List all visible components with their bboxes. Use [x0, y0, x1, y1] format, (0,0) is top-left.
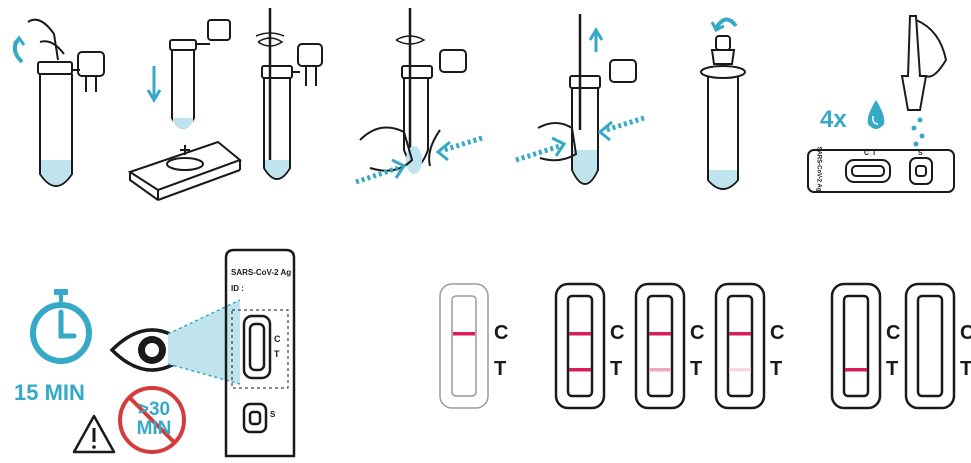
squeeze-arrow-left: [355, 165, 399, 185]
strip-label-c: C: [690, 322, 705, 344]
reading-cassette: [224, 248, 296, 458]
step-apply-drops: [807, 15, 955, 193]
strip-label-t: T: [690, 358, 703, 380]
view-beam: [168, 300, 240, 384]
strip-label-c: C: [770, 322, 785, 344]
timer-icon: [30, 289, 92, 364]
step-remove-swab: [515, 14, 645, 185]
squeeze-arrow-right: [443, 135, 483, 153]
result-strip: [439, 283, 489, 409]
cassette-small-title: SARS-CoV-2 Ag: [815, 146, 822, 192]
cassette-small-c: C: [864, 150, 870, 157]
strip-window: [566, 294, 594, 398]
result-strip: [830, 282, 882, 410]
step-open-tube: [12, 18, 105, 187]
cassette-t: T: [274, 349, 280, 359]
warning-time-label: >30 MIN: [136, 399, 172, 439]
cassette-c: C: [274, 334, 281, 344]
strip-window: [726, 294, 754, 398]
result-strip: [634, 282, 686, 410]
control-line: [649, 332, 671, 336]
test-line: [649, 368, 671, 372]
drop-icon: [867, 100, 885, 129]
control-line: [569, 332, 591, 336]
strip-label-c: C: [494, 322, 509, 344]
result-strip: [714, 282, 766, 410]
result-strip: [554, 282, 606, 410]
rotate-arrow-icon: [714, 17, 738, 30]
step-attach-cap: [700, 17, 746, 190]
step-swab-in-tube: [255, 8, 323, 180]
squeeze-arrow-left: [515, 143, 561, 163]
rotate-icon: [257, 37, 284, 47]
squeeze-arrow-right: [605, 115, 645, 133]
control-line: [453, 332, 475, 336]
drops-label: 4x: [820, 106, 847, 133]
timer-label: 15 MIN: [14, 380, 85, 405]
strip-window: [646, 294, 674, 398]
no-sign-icon: [118, 386, 186, 454]
test-line: [729, 368, 751, 372]
strip-window: [451, 295, 477, 397]
cassette-small-s: S: [918, 150, 923, 157]
control-line: [729, 332, 751, 336]
result-strips: [439, 282, 956, 410]
strip-label-c: C: [610, 322, 625, 344]
cassette-small-t: T: [872, 150, 877, 157]
strip-label-c: C: [886, 322, 901, 344]
step-squeeze-tube: [355, 8, 483, 185]
cassette-id: ID :: [231, 284, 244, 293]
result-strip: [904, 282, 956, 410]
strip-label-t: T: [770, 358, 783, 380]
cassette-title: SARS-CoV-2 Ag: [231, 268, 292, 277]
strip-label-t: T: [886, 358, 899, 380]
strip-label-c: C: [960, 322, 971, 344]
cassette-s: S: [270, 410, 276, 419]
liquid: [41, 160, 71, 185]
strip-label-t: T: [494, 358, 507, 380]
test-line: [845, 368, 867, 372]
strip-label-t: T: [960, 358, 971, 380]
step-place-in-stand: [127, 19, 242, 201]
warning-icon: [72, 414, 116, 454]
strip-window: [916, 294, 944, 398]
test-line: [569, 368, 591, 372]
strip-window: [842, 294, 870, 398]
strip-label-t: T: [610, 358, 623, 380]
